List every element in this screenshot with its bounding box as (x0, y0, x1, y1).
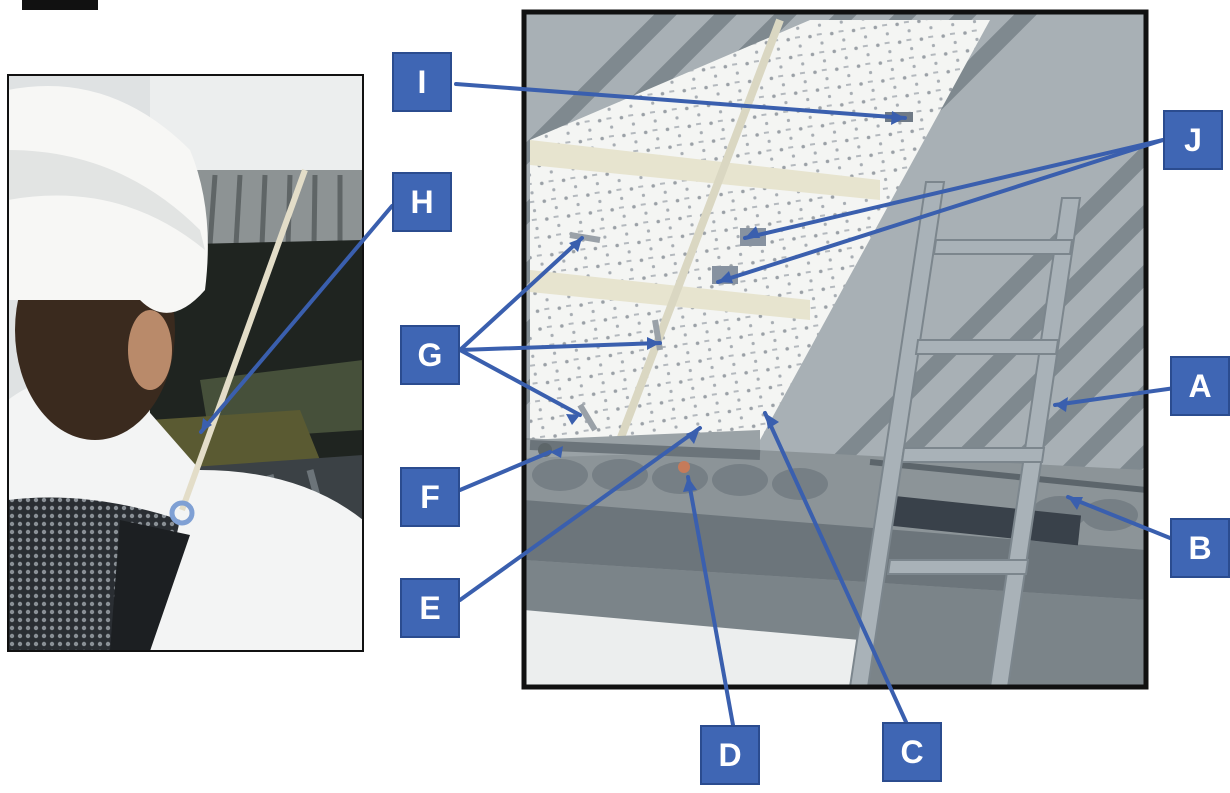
leader-g3 (458, 348, 582, 417)
leader-f (458, 450, 552, 492)
leader-d (686, 475, 735, 727)
callout-c: C (882, 722, 942, 782)
leader-g1 (458, 236, 584, 352)
leader-b (1066, 495, 1177, 542)
callout-a: A (1170, 356, 1230, 416)
ladder (848, 181, 1082, 687)
leader-c (763, 411, 908, 724)
leader-lines (199, 82, 1177, 727)
callout-g: G (400, 325, 460, 385)
leader-i (454, 82, 907, 120)
callout-b: B (1170, 518, 1230, 578)
worker-photo (8, 75, 363, 651)
callout-h: H (392, 172, 452, 232)
callout-d: D (700, 725, 760, 785)
leader-e (458, 426, 702, 602)
callout-j: J (1163, 110, 1223, 170)
leader-h (199, 204, 394, 434)
leader-arrowheads (201, 111, 1083, 510)
callout-f: F (400, 467, 460, 527)
callout-e: E (400, 578, 460, 638)
leader-j1 (743, 138, 1165, 240)
leader-j2 (716, 138, 1165, 284)
leader-g2 (458, 341, 662, 352)
photo-frame (7, 74, 364, 652)
callout-i: I (392, 52, 452, 112)
corner-tab (22, 0, 98, 10)
roof-rendering (524, 12, 1146, 687)
leader-a (1053, 386, 1177, 407)
